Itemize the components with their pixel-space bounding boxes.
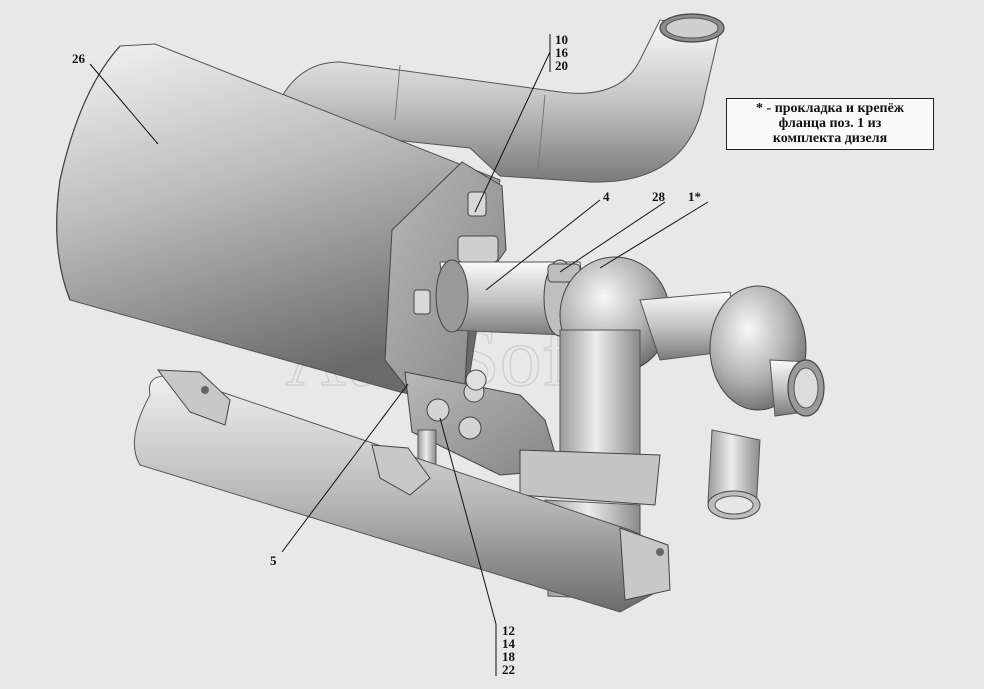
callout-labels: 26 10 16 20 4 28 1* 5 12 14 18 22 xyxy=(72,32,701,677)
callout-14: 14 xyxy=(502,636,516,651)
callout-5: 5 xyxy=(270,553,277,568)
callout-10: 10 xyxy=(555,32,568,47)
callout-28: 28 xyxy=(652,189,666,204)
intake-tube xyxy=(435,259,589,337)
callout-1: 1* xyxy=(688,189,701,204)
callout-18: 18 xyxy=(502,649,516,664)
exhaust-manifold xyxy=(133,369,671,613)
exhaust-pipe xyxy=(279,13,725,183)
callout-22: 22 xyxy=(502,662,515,677)
nut-group xyxy=(426,369,487,440)
callout-16: 16 xyxy=(555,45,569,60)
footnote-line-1: * - прокладка и крепёж xyxy=(756,101,904,116)
callout-26: 26 xyxy=(72,51,86,66)
footnote-line-3: комплекта дизеля xyxy=(772,131,888,146)
callout-12: 12 xyxy=(502,623,515,638)
callout-4: 4 xyxy=(603,189,610,204)
footnote-line-2: фланца поз. 1 из xyxy=(778,116,882,131)
footnote-box: * - прокладка и крепёж фланца поз. 1 из … xyxy=(726,98,934,150)
leader-lines xyxy=(89,34,709,676)
callout-20: 20 xyxy=(555,58,568,73)
